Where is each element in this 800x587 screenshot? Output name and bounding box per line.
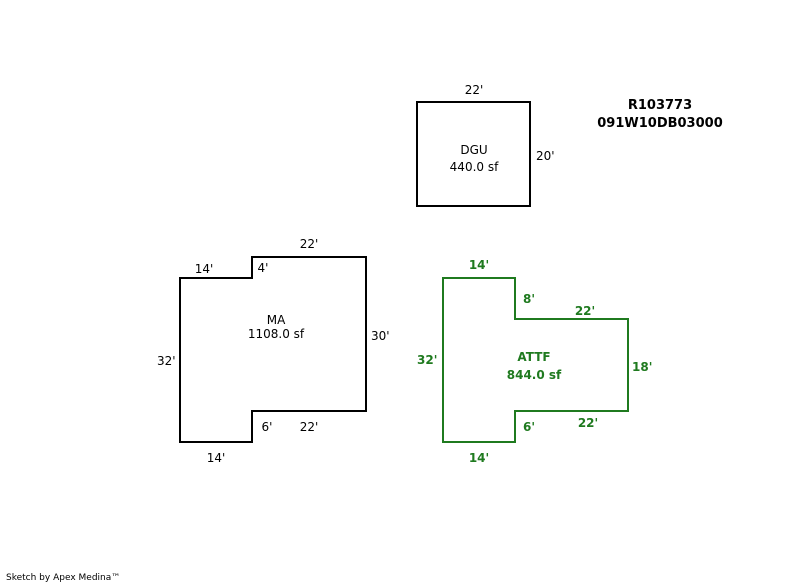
ma-name: MA [266, 313, 286, 327]
dgu-name: DGU [460, 143, 488, 157]
ma-area: 1108.0 sf [247, 327, 305, 341]
dgu-area: 440.0 sf [449, 160, 499, 174]
ma-dim-top: 22' [299, 237, 319, 251]
parcel-map-number: 091W10DB03000 [597, 116, 723, 131]
ma-dim-notch-top-step: 4' [257, 261, 269, 275]
ma-dim-left: 32' [157, 354, 176, 368]
attf-outline [442, 277, 629, 443]
attf-dim-bottom: 14' [468, 451, 490, 465]
dgu-outline [416, 101, 531, 207]
ma-outline [179, 256, 367, 443]
ma-dim-right: 30' [371, 329, 390, 343]
attf-dim-wing-bottom: 22' [577, 416, 599, 430]
attf-dim-right: 18' [632, 360, 653, 374]
ma-dim-notch-top-left: 14' [194, 262, 214, 276]
parcel-info: R103773 091W10DB03000 [597, 97, 723, 133]
attf-dim-top: 14' [468, 258, 490, 272]
attf-area: 844.0 sf [506, 368, 562, 382]
parcel-id: R103773 [627, 98, 693, 113]
ma-dim-bottom-left: 14' [206, 451, 226, 465]
attf-dim-left: 32' [417, 353, 438, 367]
attf-dim-wing-top: 22' [574, 304, 596, 318]
ma-dim-notch-bottom-step: 6' [261, 420, 273, 434]
ma-dim-bottom-right: 22' [299, 420, 319, 434]
dgu-dim-right: 20' [536, 149, 555, 163]
attf-dim-step-bottom: 6' [522, 420, 536, 434]
footer-credit: Sketch by Apex Medina™ [6, 573, 121, 583]
dgu-dim-top: 22' [464, 83, 484, 97]
attf-name: ATTF [517, 350, 551, 364]
attf-dim-step-top: 8' [522, 292, 536, 306]
